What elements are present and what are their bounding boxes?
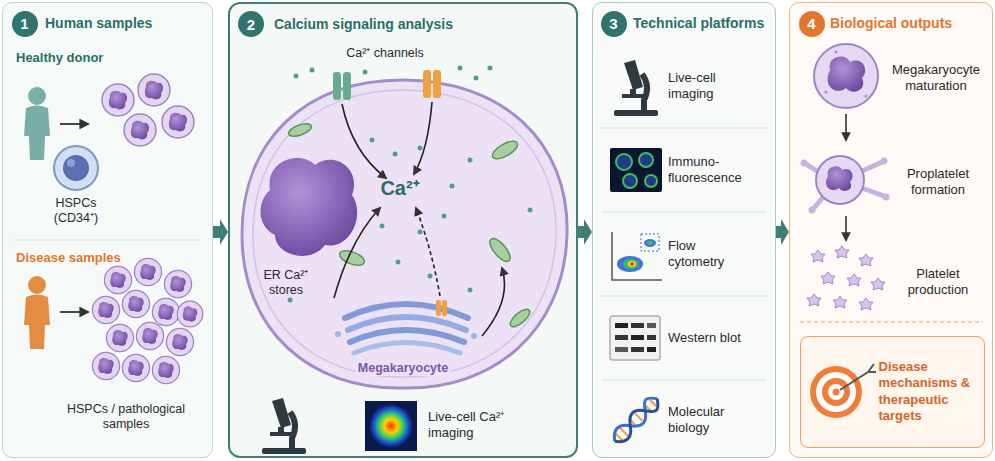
label-text: Ca²⁺ channels	[325, 46, 445, 61]
flux-arrows	[334, 102, 505, 336]
label-text: Immuno- fluorescence	[668, 154, 752, 185]
healthy-donor-icon	[24, 87, 50, 160]
label-text: Ca²⁺	[368, 176, 432, 200]
calcium-image	[365, 401, 417, 451]
label-text: ER Ca²⁺ stores	[256, 268, 316, 298]
panel: Human samples 1	[2, 2, 213, 458]
immunofluorescence-icon	[610, 148, 662, 192]
label-text: Flow cytometry	[668, 238, 752, 269]
panel: Technical platforms 3	[592, 2, 776, 458]
flow-plot-icon	[612, 232, 662, 280]
megakaryocyte-cell	[242, 80, 567, 388]
panel-heading: Human samples	[45, 14, 152, 32]
flow-arrow	[213, 219, 228, 245]
label-text: Healthy donor	[16, 50, 166, 66]
disease-donor-icon	[24, 276, 50, 349]
step-number-text: 2	[247, 17, 255, 32]
label-text: Molecular biology	[668, 404, 752, 435]
sample-arrow	[60, 124, 88, 125]
label-text: Western blot	[668, 330, 752, 346]
label-text: Live-cell Ca²⁺ imaging	[428, 409, 523, 440]
panel: Calcium signaling analysis 2	[228, 2, 578, 458]
nucleus	[260, 158, 357, 256]
panel-heading: Technical platforms	[633, 14, 764, 32]
hspc-cell	[54, 146, 98, 190]
target-icon	[810, 364, 876, 418]
sample-arrow	[60, 312, 88, 313]
panel-heading: Biological outputs	[830, 14, 952, 32]
step-number: 1	[12, 11, 38, 37]
label-text: Platelet production	[892, 266, 984, 297]
label-text: Live-cell imaging	[668, 70, 752, 101]
healthy-cells	[102, 74, 194, 146]
label-text: HSPCs / pathological samples	[60, 402, 192, 432]
proplatelet-cell	[801, 156, 890, 214]
mitochondria	[287, 121, 532, 329]
step-number: 4	[799, 11, 825, 37]
panel-heading: Calcium signaling analysis	[274, 15, 453, 33]
step-arrow	[846, 114, 847, 140]
label-text: Megakaryocyte	[355, 361, 451, 376]
mature-megakaryocyte	[814, 44, 878, 108]
step-number: 2	[238, 11, 264, 37]
target-box: Disease mechanisms & therapeutic targets	[800, 336, 985, 448]
step-number-text: 4	[807, 16, 815, 31]
label-text: Disease samples	[16, 250, 166, 266]
label-text: HSPCs (CD34⁺)	[36, 196, 116, 226]
label-text: Proplatelet formation	[892, 166, 984, 197]
flow-arrow	[578, 219, 592, 245]
pathological-cells	[92, 258, 202, 383]
step-number-text: 1	[20, 16, 28, 31]
platelets	[807, 246, 885, 310]
endoplasmic-reticulum	[335, 300, 477, 353]
calcium-ions	[288, 66, 533, 303]
step-arrow	[846, 216, 847, 240]
calcium-channels	[333, 70, 441, 100]
step-number: 3	[601, 11, 627, 37]
western-blot-icon	[610, 316, 660, 360]
box-text: Disease mechanisms & therapeutic targets	[879, 359, 976, 424]
microscope-icon	[614, 60, 658, 116]
dna-icon	[609, 393, 662, 446]
label-text: Megakaryocyte maturation	[886, 62, 986, 93]
microscope-icon	[262, 398, 306, 454]
step-number-text: 3	[609, 16, 617, 31]
flow-arrow	[776, 219, 789, 245]
